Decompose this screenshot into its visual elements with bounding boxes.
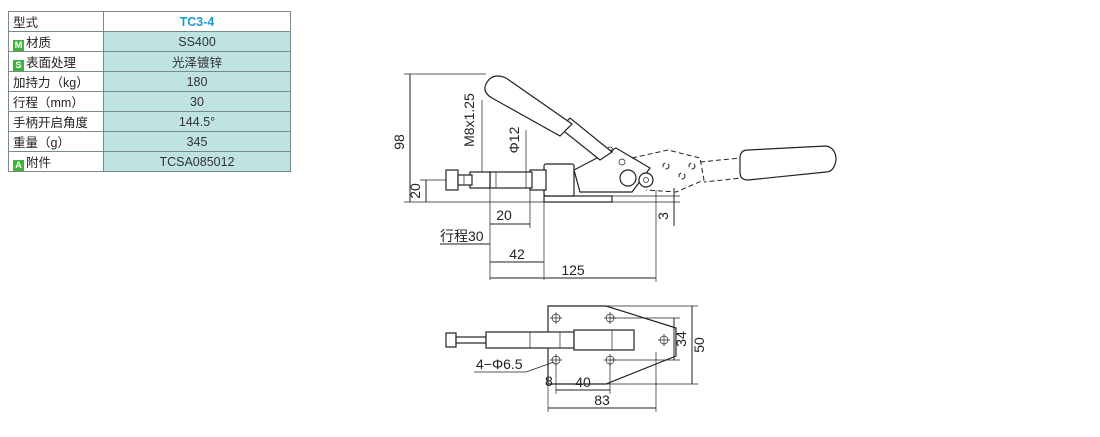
spec-value: 345 bbox=[103, 131, 291, 152]
spec-value: 180 bbox=[103, 71, 291, 92]
dim-thread: M8x1.25 bbox=[461, 93, 477, 147]
dim-50: 50 bbox=[691, 337, 707, 353]
accessory-badge-icon: A bbox=[13, 160, 24, 171]
spec-value: 144.5° bbox=[103, 111, 291, 132]
material-badge-icon: M bbox=[13, 40, 24, 51]
clamp-body bbox=[543, 163, 575, 197]
base-plate bbox=[543, 195, 613, 203]
spec-value: TC3-4 bbox=[103, 11, 291, 32]
dim-42: 42 bbox=[509, 246, 525, 262]
side-view: 98 20 M8x1.25 Φ12 20 行程30 42 125 3 bbox=[391, 73, 837, 282]
hex-nut bbox=[469, 171, 491, 189]
dim-34: 34 bbox=[673, 331, 689, 347]
spec-label: 材质 bbox=[26, 36, 52, 50]
surface-badge-icon: S bbox=[13, 60, 24, 71]
top-view: 4−Φ6.5 8 40 83 34 50 bbox=[445, 305, 707, 412]
dim-20: 20 bbox=[496, 207, 512, 223]
spindle-head bbox=[445, 169, 459, 191]
spec-value: SS400 bbox=[103, 31, 291, 52]
dim-20-vertical: 20 bbox=[407, 183, 423, 199]
spec-value: 30 bbox=[103, 91, 291, 112]
spec-label: 重量（g） bbox=[8, 131, 104, 152]
spec-row-model: 型式 TC3-4 bbox=[8, 11, 291, 32]
dim-40: 40 bbox=[575, 374, 591, 390]
top-spindle-head bbox=[445, 332, 457, 348]
spindle bbox=[457, 174, 473, 186]
spec-label: 手柄开启角度 bbox=[8, 111, 104, 132]
dim-125: 125 bbox=[561, 262, 585, 278]
spec-value: TCSA085012 bbox=[103, 151, 291, 172]
open-handle-grip bbox=[739, 145, 837, 181]
dim-98: 98 bbox=[391, 134, 407, 150]
open-link-phantom bbox=[631, 149, 705, 193]
spec-label: 附件 bbox=[26, 156, 52, 170]
dim-phi12: Φ12 bbox=[506, 126, 522, 153]
spec-row-angle: 手柄开启角度 144.5° bbox=[8, 111, 291, 132]
spec-label: 加持力（kg） bbox=[8, 71, 104, 92]
spec-label: 型式 bbox=[8, 11, 104, 32]
dim-83: 83 bbox=[594, 392, 610, 408]
spec-row-stroke: 行程（mm） 30 bbox=[8, 91, 291, 112]
handle-grip bbox=[484, 75, 573, 137]
top-link bbox=[573, 329, 635, 351]
dim-8: 8 bbox=[545, 373, 553, 389]
dim-3: 3 bbox=[655, 212, 671, 220]
spec-value: 光泽镀锌 bbox=[103, 51, 291, 72]
spec-label: 表面处理 bbox=[26, 56, 77, 70]
technical-drawing: 98 20 M8x1.25 Φ12 20 行程30 42 125 3 bbox=[391, 73, 837, 412]
link-plate bbox=[573, 147, 651, 193]
top-spindle bbox=[455, 336, 487, 344]
spec-row-force: 加持力（kg） 180 bbox=[8, 71, 291, 92]
spec-label: 行程（mm） bbox=[8, 91, 104, 112]
handle-lever bbox=[559, 117, 614, 161]
dim-holes: 4−Φ6.5 bbox=[476, 356, 523, 372]
dim-stroke: 行程30 bbox=[440, 228, 484, 244]
spec-row-weight: 重量（g） 345 bbox=[8, 131, 291, 152]
